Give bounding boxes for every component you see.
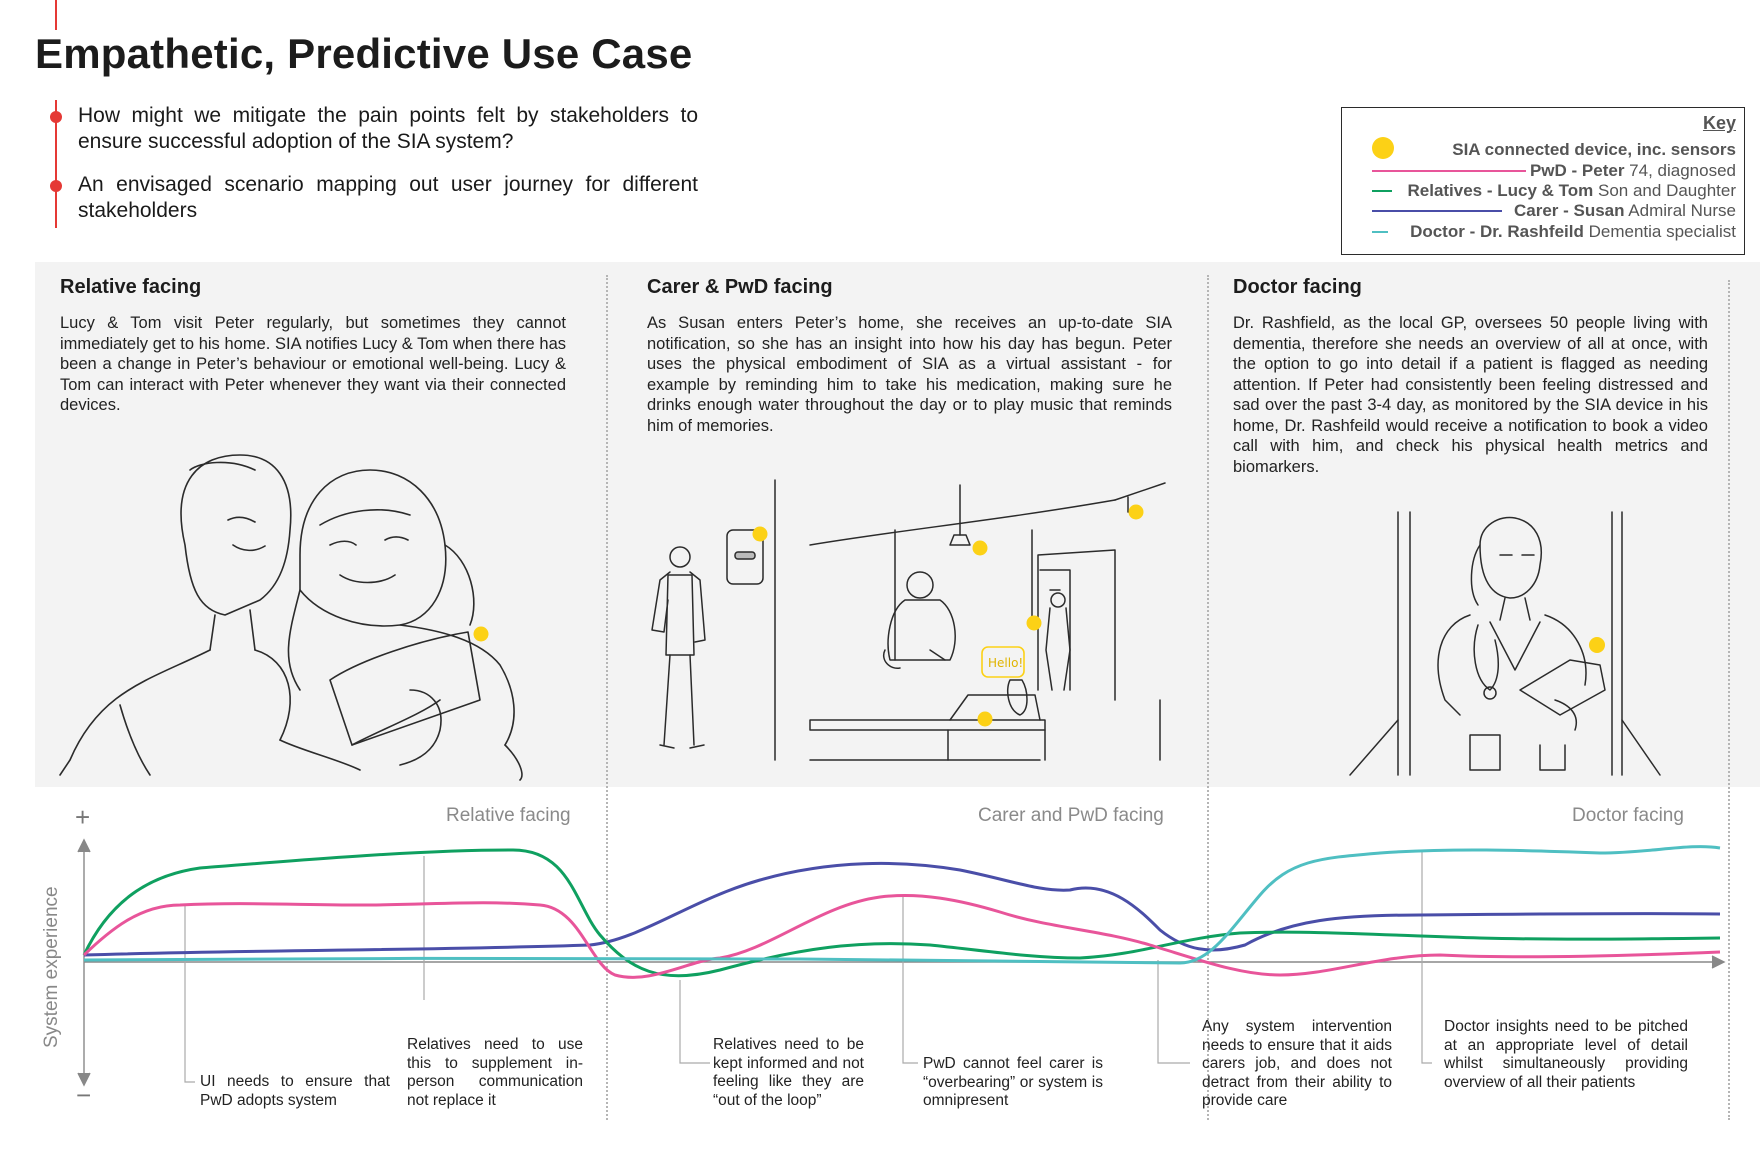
leader-line (679, 980, 710, 1064)
y-axis-label: System experience (41, 886, 62, 1048)
segment-label-relative: Relative facing (446, 805, 571, 826)
x-axis-arrow (1711, 955, 1726, 969)
legend-title: Key (1702, 113, 1736, 133)
relatives-curve (82, 848, 1721, 978)
intro-scenario: An envisaged scenario mapping out user j… (78, 173, 698, 222)
legend-row-doctor: Doctor - Dr. Rashfeild Dementia speciali… (1352, 222, 1736, 242)
title-accent-line (55, 0, 57, 30)
legend-row-carer: Carer - Susan Admiral Nurse (1352, 201, 1736, 221)
segment-divider (606, 275, 608, 1120)
axis-plus-label: + (75, 802, 91, 832)
axis-minus-label: − (76, 1080, 92, 1110)
leader-line (184, 905, 195, 1083)
leader-line (1157, 960, 1190, 1064)
doctor-line-swatch (1372, 231, 1388, 233)
carer-susan-curve (83, 861, 1721, 957)
annotation-pwd-overbearing: PwD cannot feel carer is “overbearing” o… (923, 1055, 1103, 1109)
annotation-relatives-supplement: Relatives need to use this to supplement… (407, 1036, 583, 1109)
panel-heading-relative: Relative facing (60, 276, 202, 298)
doctor-curve (83, 845, 1721, 965)
bullet-accent-line (55, 100, 57, 228)
legend-row-sensor: SIA connected device, inc. sensors (1352, 137, 1736, 160)
panel-heading-carer: Carer & PwD facing (647, 276, 833, 298)
page-title: Empathetic, Predictive Use Case (35, 30, 693, 77)
annotation-pwd-adoption: UI needs to ensure that PwD adopts syste… (200, 1073, 390, 1109)
segment-divider (1207, 275, 1209, 1120)
annotation-intervention: Any system intervention needs to ensure … (1202, 1018, 1392, 1109)
intro-question: How might we mitigate the pain points fe… (78, 104, 698, 153)
segment-label-doctor: Doctor facing (1572, 805, 1684, 826)
carer-line-swatch (1372, 210, 1502, 212)
segment-divider (1728, 280, 1730, 1120)
legend-row-pwd: PwD - Peter 74, diagnosed (1352, 161, 1736, 181)
bullet-dot (50, 111, 62, 123)
bullet-dot (50, 180, 62, 192)
annotation-relatives-informed: Relatives need to be kept informed and n… (713, 1036, 864, 1109)
pwd-peter-curve (82, 894, 1721, 979)
leader-line (902, 895, 918, 1064)
panel-text-relative: Lucy & Tom visit Peter regularly, but so… (60, 314, 566, 414)
legend-row-relatives: Relatives - Lucy & Tom Son and Daughter (1352, 181, 1736, 201)
panel-text-carer: As Susan enters Peter’s home, she receiv… (647, 314, 1172, 435)
pwd-line-swatch (1372, 170, 1526, 172)
y-axis-arrow-top (77, 838, 91, 853)
segment-label-carer: Carer and PwD facing (978, 805, 1164, 826)
panel-heading-doctor: Doctor facing (1233, 276, 1362, 298)
sensor-dot-icon (1372, 137, 1394, 159)
relatives-line-swatch (1372, 190, 1392, 192)
leader-line (1421, 850, 1432, 1064)
panel-text-doctor: Dr. Rashfield, as the local GP, oversees… (1233, 314, 1708, 476)
annotation-doctor-insights: Doctor insights need to be pitched at an… (1444, 1018, 1688, 1091)
legend-key: Key SIA connected device, inc. sensors P… (1341, 107, 1745, 255)
